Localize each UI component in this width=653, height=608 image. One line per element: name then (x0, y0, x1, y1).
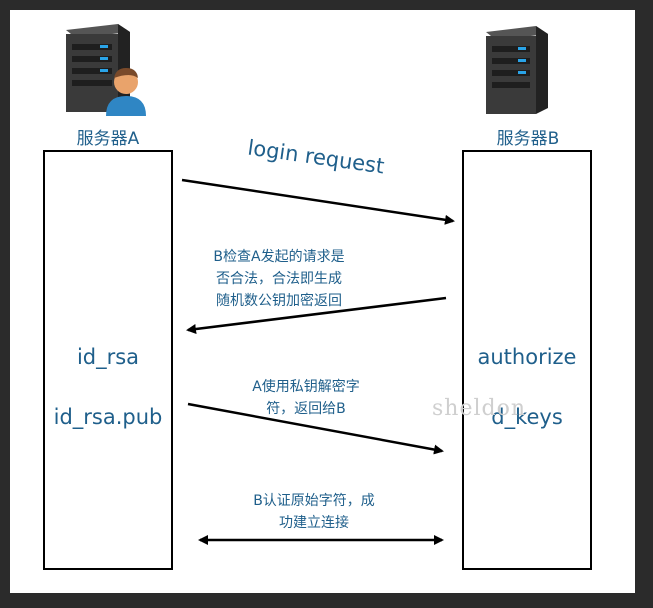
user-icon (106, 68, 146, 116)
server-b-icon (486, 26, 548, 114)
response-arrow (187, 402, 444, 455)
server-a-label: 服务器A (76, 129, 140, 149)
challenge-arrow (186, 296, 447, 334)
login-arrow (181, 178, 455, 225)
watermark: sheldon (432, 396, 527, 421)
challenge-label: B检查A发起的请求是 否合法，合法即生成 随机数公钥加密返回 (213, 249, 345, 309)
server-a-keys: id_rsa id_rsa.pub (44, 312, 172, 462)
server-a-key-line1: id_rsa (76, 345, 140, 369)
diagram-svg (43, 24, 592, 570)
server-b-keys: authorize d_keys (463, 312, 591, 462)
decrypt-label: A使用私钥解密字 符，返回给B (252, 379, 360, 417)
server-b-box (462, 150, 592, 570)
verify-label: B认证原始字符，成 功建立连接 (253, 493, 375, 531)
server-b-key-line1: authorize (477, 345, 577, 369)
server-a-box (43, 150, 173, 570)
server-b-key-line2: d_keys (491, 405, 563, 429)
server-a-key-line2: id_rsa.pub (53, 405, 163, 429)
server-b-label: 服务器B (496, 129, 560, 149)
diagram-canvas: 服务器A 服务器B id_rsa id_rsa.pub authorize d_… (10, 10, 635, 593)
